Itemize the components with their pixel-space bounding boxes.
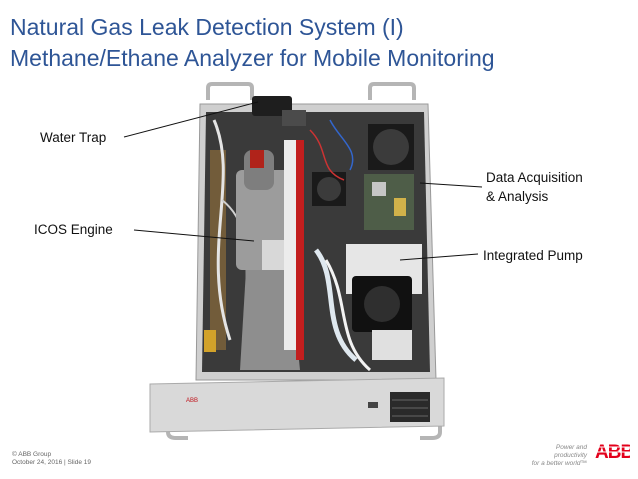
callout-water-trap: Water Trap [40,130,107,145]
tagline-line-1: Power and productivity [554,444,587,459]
callout-data-acquisition-line-1: Data Acquisition [486,170,583,185]
callout-integrated-pump: Integrated Pump [483,248,583,263]
footer-date-slide: October 24, 2016 | Slide 19 [12,459,92,466]
callout-data-acquisition-line-2: & Analysis [486,189,549,204]
footer-copyright: © ABB Group [12,451,52,458]
abb-logo: ABB [594,440,630,462]
callout-icos-engine: ICOS Engine [34,222,113,237]
svg-text:ABB: ABB [186,398,198,404]
tagline-line-2: for a better world™ [531,460,587,467]
slide-title-line-2: Methane/Ethane Analyzer for Mobile Monit… [10,45,495,71]
slide-title-line-1: Natural Gas Leak Detection System (I) [10,14,404,40]
footer-tagline: Power and productivity for a better worl… [527,444,587,468]
